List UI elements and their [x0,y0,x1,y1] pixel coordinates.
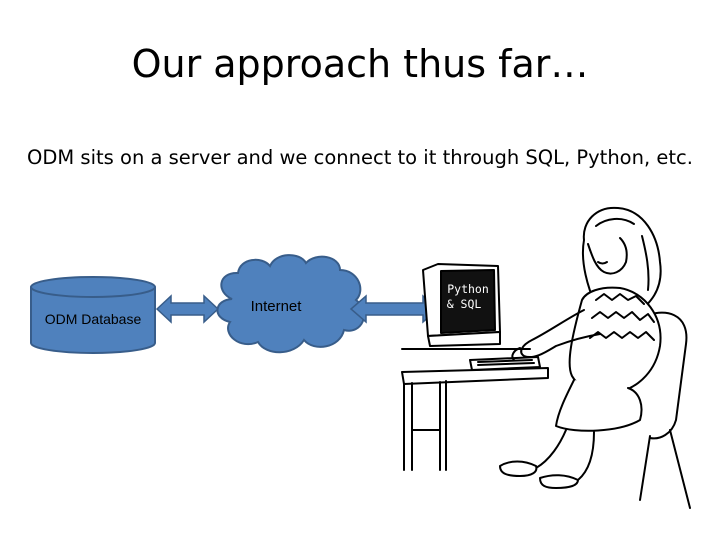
cloud-shape [216,254,365,354]
internet-cloud: Internet [216,254,365,354]
slide-subtitle: ODM sits on a server and we connect to i… [27,146,693,169]
database-label: ODM Database [45,311,142,327]
arrow-db-to-internet [155,294,220,324]
keyboard [469,356,541,371]
slide-title: Our approach thus far… [131,42,589,86]
screen-text-line2: & SQL [447,297,482,311]
person [499,206,662,489]
user-at-computer-illustration: Python & SQL [401,206,691,509]
database-body [30,287,156,354]
cloud-label: Internet [251,298,303,315]
computer-monitor: Python & SQL [422,263,501,347]
database-cylinder: ODM Database [30,276,156,354]
database-top [30,276,156,298]
screen-text-line1: Python [447,282,489,296]
